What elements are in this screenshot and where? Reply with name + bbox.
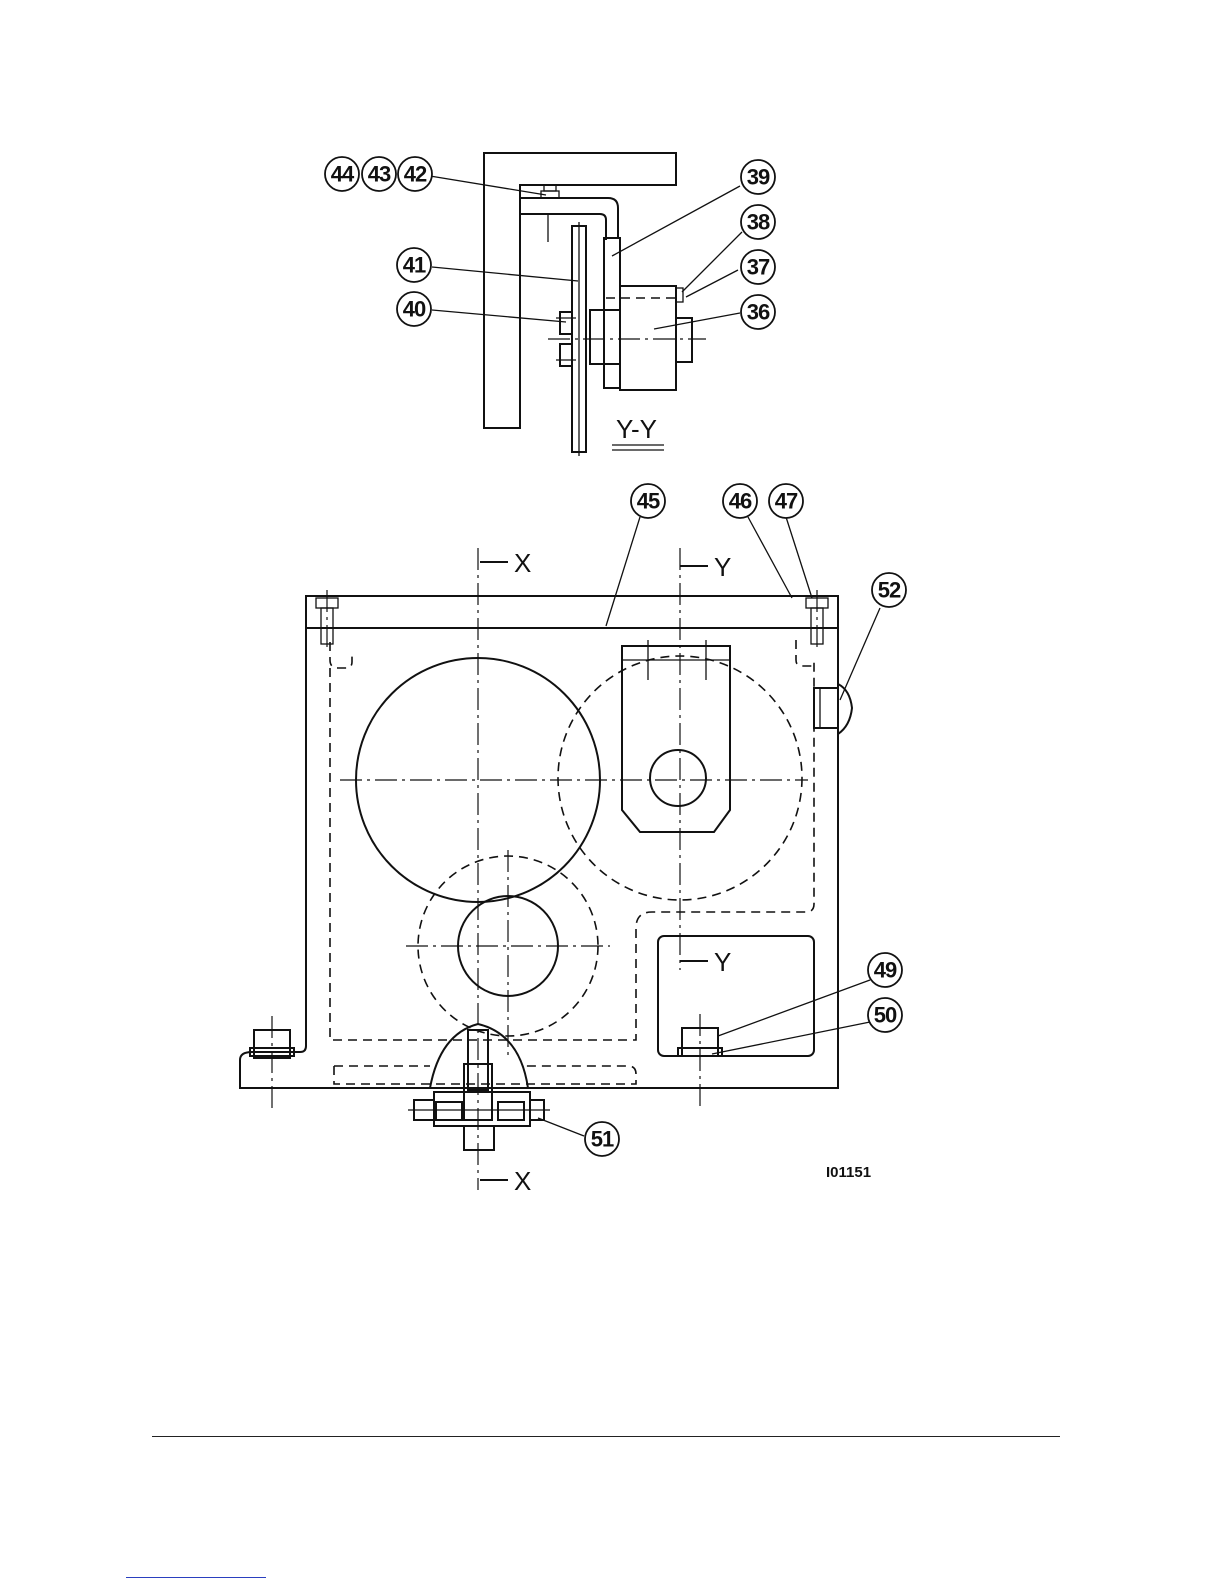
cut-label-x-bottom: X: [514, 1166, 531, 1196]
callout-52: 52: [872, 573, 906, 607]
callout-43-label: 43: [368, 162, 391, 187]
callout-52-label: 52: [878, 578, 901, 603]
callout-46: 46: [723, 484, 757, 518]
callout-40: 40: [397, 292, 431, 326]
section-view-label: Y-Y: [616, 414, 657, 444]
callout-44: 44: [325, 157, 359, 191]
callout-41-label: 41: [403, 253, 426, 278]
callout-39-label: 39: [747, 165, 770, 190]
callout-42: 42: [398, 157, 432, 191]
callout-47-label: 47: [775, 489, 798, 514]
callout-44-label: 44: [331, 162, 355, 187]
callout-47: 47: [769, 484, 803, 518]
callout-49: 49: [868, 953, 902, 987]
callout-36: 36: [741, 295, 775, 329]
callout-45: 45: [631, 484, 665, 518]
callout-43: 43: [362, 157, 396, 191]
callout-38-label: 38: [747, 210, 770, 235]
callout-49-label: 49: [874, 958, 897, 983]
drawing-code: I01151: [826, 1164, 871, 1181]
section-title: Y-Y: [612, 414, 664, 450]
callout-37: 37: [741, 250, 775, 284]
callout-46-label: 46: [729, 489, 752, 514]
leader-lines-bottom: [538, 517, 880, 1136]
callout-50-label: 50: [874, 1003, 897, 1028]
callout-bubbles: 44 43 42 39 38 37 41 40 36 45 46 47 52 4…: [325, 157, 906, 1156]
callout-36-label: 36: [747, 300, 770, 325]
callout-39: 39: [741, 160, 775, 194]
cut-label-y-top: Y: [714, 552, 731, 582]
cut-label-x-top: X: [514, 548, 531, 578]
callout-51-label: 51: [591, 1127, 614, 1152]
callout-41: 41: [397, 248, 431, 282]
cut-label-y-bottom: Y: [714, 947, 731, 977]
callout-40-label: 40: [403, 297, 426, 322]
callout-51: 51: [585, 1122, 619, 1156]
callout-38: 38: [741, 205, 775, 239]
footer-link-underline: [126, 1577, 266, 1578]
callout-37-label: 37: [747, 255, 770, 280]
section-view-yy: [484, 153, 706, 456]
callout-42-label: 42: [404, 162, 427, 187]
gearbox-housing: [240, 548, 852, 1190]
callout-45-label: 45: [637, 489, 660, 514]
footer-rule: [152, 1436, 1060, 1437]
callout-50: 50: [868, 998, 902, 1032]
